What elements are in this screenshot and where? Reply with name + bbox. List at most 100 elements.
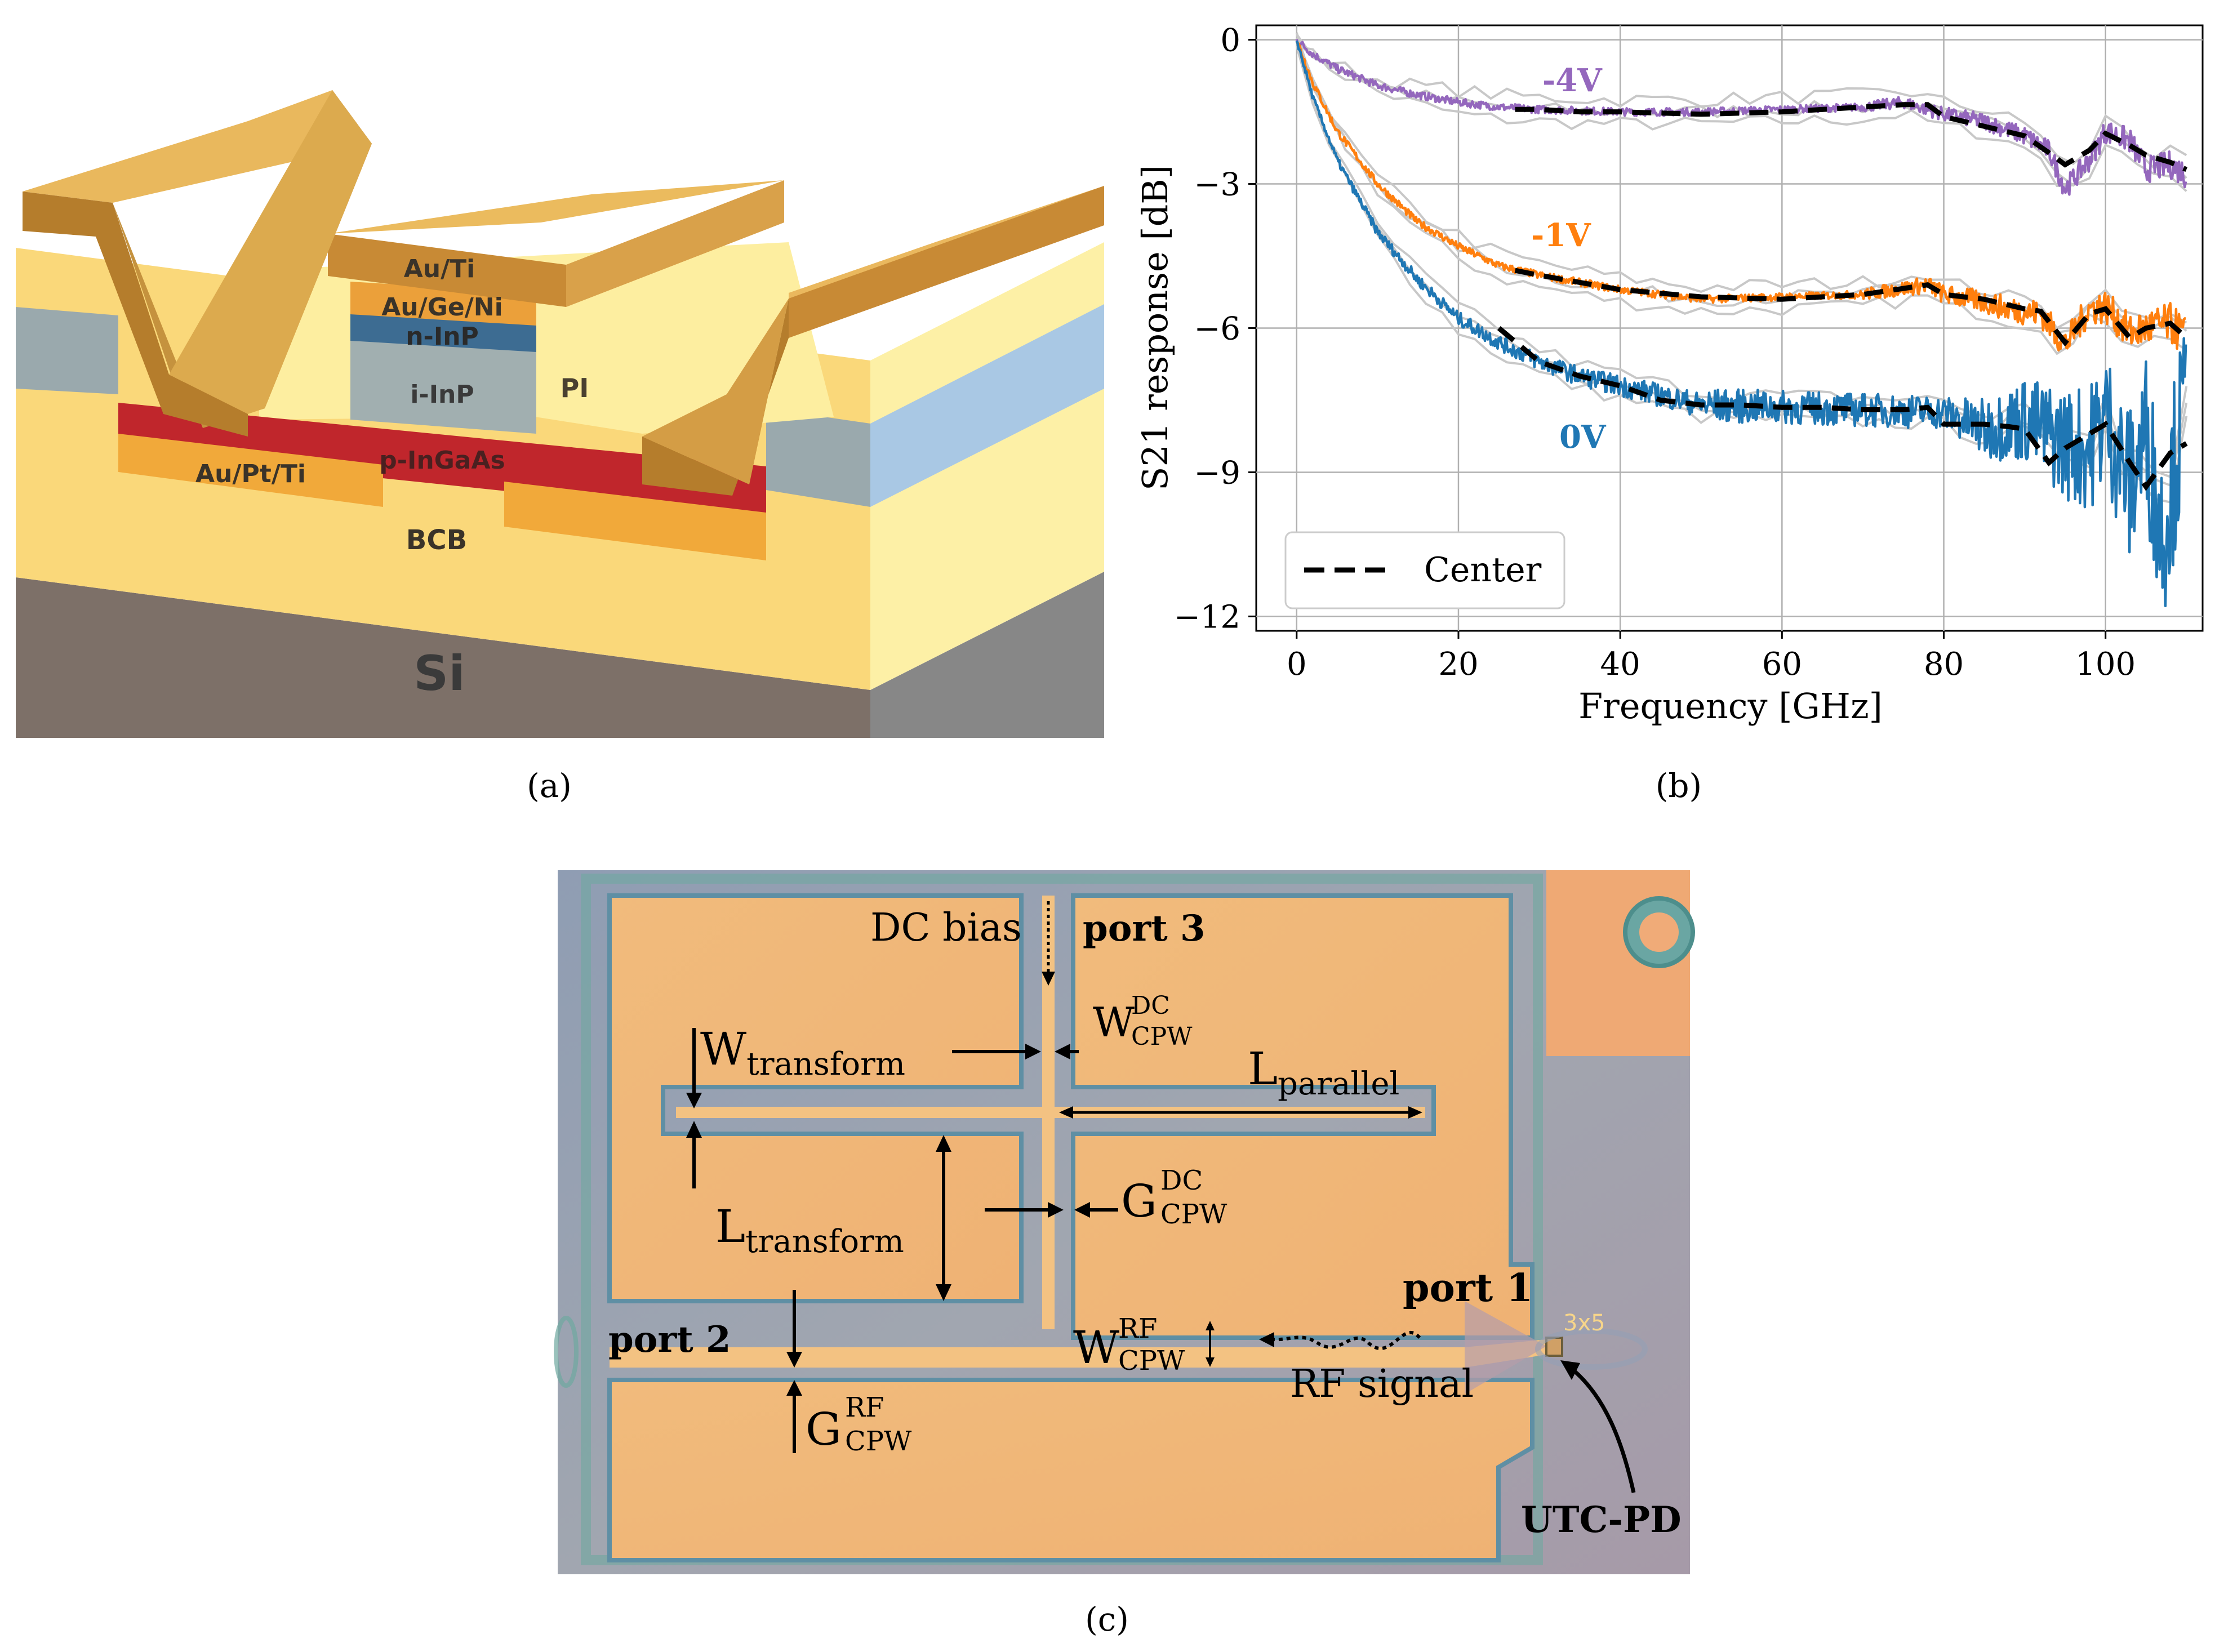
g-rf-arrowhead-bottom [786,1380,802,1396]
left-electrode-front [23,192,248,437]
label-dc-bias: DC bias [870,906,1022,950]
dc-bias-arrowhead [1042,972,1055,986]
label-n-inp: n-InP [406,322,479,351]
label-w-cpw-rf: W [1073,1321,1119,1374]
series-line-0V [1295,40,2187,608]
y-axis-label: S21 response [dB] [1135,165,1176,491]
series-line--4V [1295,39,2187,196]
label-w-cpw-dc-sub: CPW [1131,1022,1193,1051]
tick-label-x-80: 80 [1924,646,1964,683]
label-pd-size: 3x5 [1563,1310,1605,1336]
ground-plane-top-right [1071,893,1535,1340]
rf-signal-line [610,1339,1546,1368]
label-g-cpw-dc-sup: DC [1160,1165,1203,1196]
label-w-cpw-rf-sup: RF [1118,1313,1157,1344]
label-g-cpw-rf-sub: CPW [845,1426,912,1457]
via-center [1639,912,1679,952]
l-parallel-arrowhead-left [1059,1106,1073,1119]
label-g-cpw-rf-sup: RF [845,1392,884,1423]
label-rf-signal: RF signal [1290,1362,1474,1406]
label-au-ge-ni: Au/Ge/Ni [381,293,502,322]
w-rf-arrowhead-top [1206,1321,1215,1330]
label-au-pt-ti: Au/Pt/Ti [195,460,306,488]
p-ingaas-layer [118,403,766,518]
w-dc-arrowhead-right [1055,1044,1070,1059]
right-electrode-slope-face [642,299,789,484]
rf-signal-wave [1273,1331,1421,1350]
label-l-parallel: Lparallel [1248,1043,1399,1102]
w-transform-arrowhead-bottom [686,1121,702,1138]
label-w-cpw-dc-sup: DC [1131,991,1170,1020]
left-port-halo [554,1316,579,1388]
label-utc-pd: UTC-PD [1521,1499,1682,1541]
grid-lines [1256,25,2203,631]
caption-c: (c) [1085,1600,1129,1638]
w-dc-arrowhead-left [1025,1044,1041,1059]
au-ti-top-face [328,180,784,234]
au-pt-ti-left [118,434,383,507]
tick-label-y--9: −9 [1194,455,1240,491]
envelope-0-0 [1296,46,2187,192]
ground-plane-top-left [607,893,1024,1303]
envelope-1-2 [1295,41,2187,329]
pd-taper [1465,1301,1546,1394]
envelope-0-2 [1296,33,2187,166]
series-label-m4v: -4V [1542,62,1603,99]
label-p-ingaas: p-InGaAs [379,446,505,475]
legend-box [1284,531,1565,609]
panel-c-chip-micrograph: DC bias port 3 Wtransform W DC CPW Lpara… [554,870,1695,1638]
l-transform-arrowhead-top [936,1135,951,1152]
g-dc-arrowhead-right [1074,1202,1090,1218]
label-w-cpw-dc: W [1093,999,1135,1046]
w-rf-arrowhead-bottom [1206,1357,1215,1367]
series-lines [1295,39,2189,608]
tick-label-x-100: 100 [2075,646,2136,683]
ground-plane-bottom [607,1378,1535,1562]
label-g-cpw-rf: G [806,1403,842,1455]
g-rf-arrowhead-top [786,1352,802,1368]
label-w-transform: Wtransform [700,1023,905,1083]
transform-line [676,1107,1425,1118]
series-label-m1v: -1V [1531,217,1591,254]
label-au-ti: Au/Ti [404,255,475,283]
tick-label-y--12: −12 [1174,599,1240,635]
tick-label-x-0: 0 [1287,646,1307,683]
au-ti-front [328,234,566,307]
label-port-1: port 1 [1403,1266,1533,1311]
label-port-2: port 2 [608,1319,731,1361]
inp-band-right-front [766,408,870,507]
label-pi: PI [561,373,589,403]
label-bcb: BCB [406,524,467,556]
pd-halo [1535,1328,1648,1370]
label-g-cpw-dc: G [1121,1175,1157,1227]
tick-label-x-20: 20 [1438,646,1478,683]
tick-label-y--3: −3 [1194,167,1240,203]
series-label-0v: 0V [1559,418,1607,456]
right-electrode-front-band [789,186,1104,338]
legend-center-label: Center [1424,550,1542,590]
au-ti-side [566,180,784,307]
center-line-2 [1515,102,2188,172]
label-si: Si [413,645,465,702]
envelope-1-0 [1295,37,2187,355]
w-transform-arrowhead-top [686,1093,702,1108]
tick-label-y-0: 0 [1220,23,1240,59]
au-pt-ti-right [504,482,766,560]
caption-b: (b) [1656,767,1702,805]
tick-label-x-40: 40 [1600,646,1640,683]
center-line-1 [1514,268,2189,347]
label-port-3: port 3 [1083,907,1206,950]
si-substrate-side [870,572,1104,738]
utc-pd-arrowhead [1560,1360,1580,1380]
tick-label-x-60: 60 [1762,646,1802,683]
caption-a: (a) [527,767,572,805]
l-parallel-arrowhead-right [1408,1106,1422,1119]
utc-pd-pointer [1570,1367,1636,1493]
label-g-cpw-dc-sub: CPW [1160,1199,1227,1230]
label-l-transform: Ltransform [715,1200,904,1260]
g-dc-arrowhead-left [1048,1202,1064,1218]
l-transform-arrowhead-bottom [936,1284,951,1301]
